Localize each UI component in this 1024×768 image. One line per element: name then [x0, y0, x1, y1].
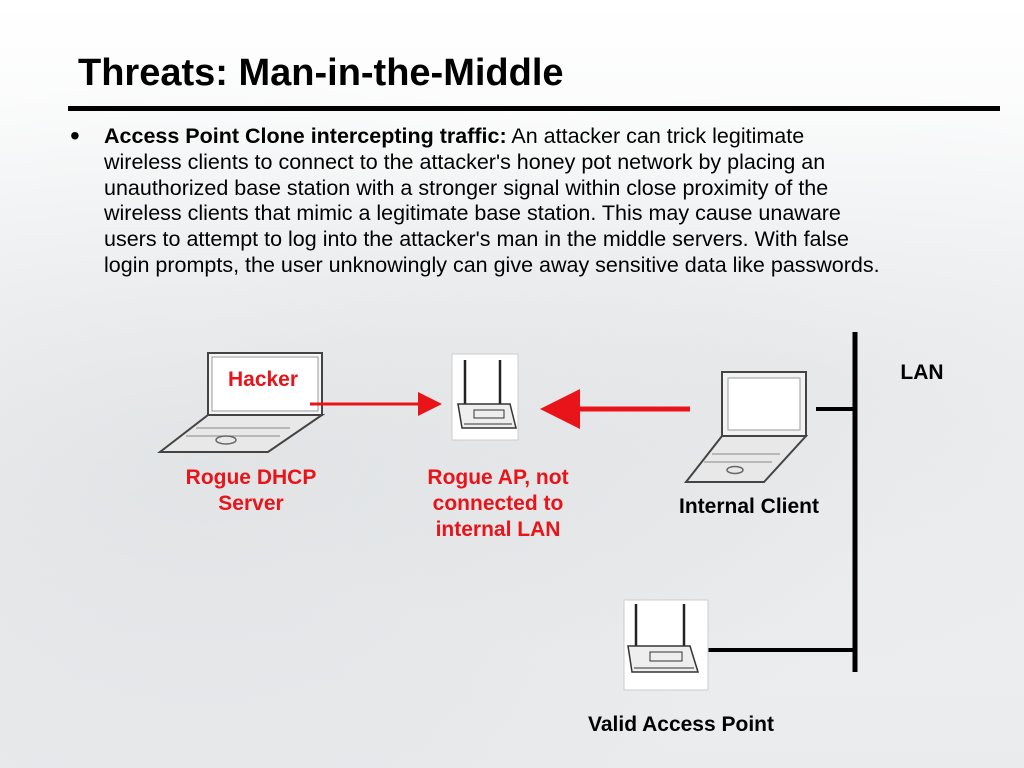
- lan-label: LAN: [900, 361, 944, 384]
- rogue-access-point-icon: [451, 353, 519, 441]
- rogue-dhcp-label-line2: Server: [218, 492, 284, 515]
- valid-access-point-label: Valid Access Point: [588, 713, 774, 736]
- hacker-screen-label: Hacker: [214, 363, 312, 397]
- bullet-heading: Access Point Clone intercepting traffic:: [104, 124, 507, 148]
- rogue-ap-label-line3: internal LAN: [435, 518, 561, 541]
- valid-access-point-icon: [623, 599, 709, 691]
- bullet-paragraph: Access Point Clone intercepting traffic:…: [104, 124, 884, 279]
- title-underline: [68, 106, 1000, 111]
- rogue-dhcp-label-line1: Rogue DHCP: [185, 466, 317, 489]
- bullet-body: An attacker can trick legitimate wireles…: [104, 124, 880, 277]
- rogue-ap-label: Rogue AP, not connected to internal LAN: [398, 465, 598, 543]
- rogue-dhcp-label: Rogue DHCP Server: [158, 465, 344, 517]
- bullet-marker: •: [70, 120, 80, 151]
- internal-client-laptop-icon: [683, 371, 809, 483]
- slide-title: Threats: Man-in-the-Middle: [78, 52, 564, 94]
- rogue-ap-label-line1: Rogue AP, not: [427, 466, 569, 489]
- internal-client-label: Internal Client: [678, 495, 820, 518]
- rogue-ap-label-line2: connected to: [432, 492, 564, 515]
